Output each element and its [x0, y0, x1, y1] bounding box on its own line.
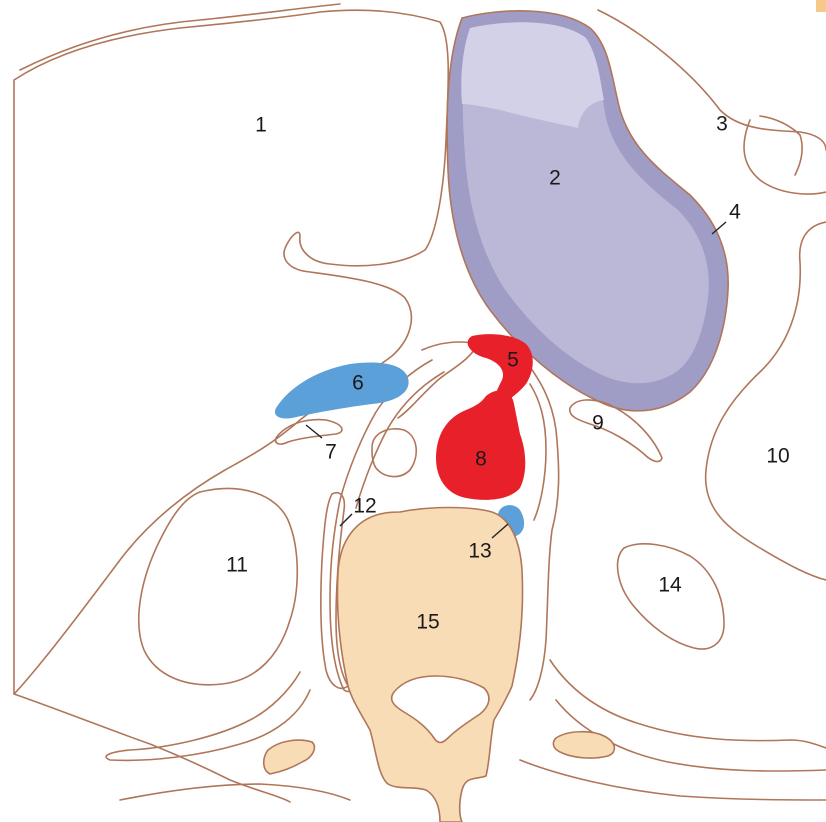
- posterior-muscle-left-2: [120, 784, 350, 800]
- posterior-outline-right-2: [520, 760, 826, 800]
- label-1: 1: [255, 114, 267, 137]
- bone-fragment-left: [264, 740, 315, 774]
- label-11: 11: [226, 554, 248, 577]
- label-12: 12: [353, 495, 376, 518]
- label-13: 13: [468, 540, 491, 563]
- label-14: 14: [658, 574, 682, 597]
- left-crus-inner: [530, 384, 546, 520]
- label-7: 7: [325, 441, 337, 464]
- label-9: 9: [592, 412, 604, 435]
- caudate-outline: [398, 342, 478, 418]
- label-5: 5: [507, 349, 519, 372]
- label-3: 3: [716, 113, 728, 136]
- retrocrural-loop: [372, 429, 416, 477]
- label-4: 4: [729, 201, 741, 224]
- label-15: 15: [416, 611, 439, 634]
- label-8: 8: [475, 448, 487, 471]
- leader-12: [340, 514, 352, 526]
- corner-mark: [816, 0, 826, 12]
- vein-6: [275, 363, 409, 419]
- right-kidney-outline: [139, 488, 298, 684]
- bone-fragment-right: [553, 732, 614, 758]
- label-2: 2: [549, 167, 561, 190]
- label-10: 10: [766, 445, 789, 468]
- vertebra-15: [337, 508, 522, 822]
- liver-inner-edge: [20, 4, 340, 70]
- label-6: 6: [352, 372, 364, 395]
- aorta-8: [436, 390, 525, 499]
